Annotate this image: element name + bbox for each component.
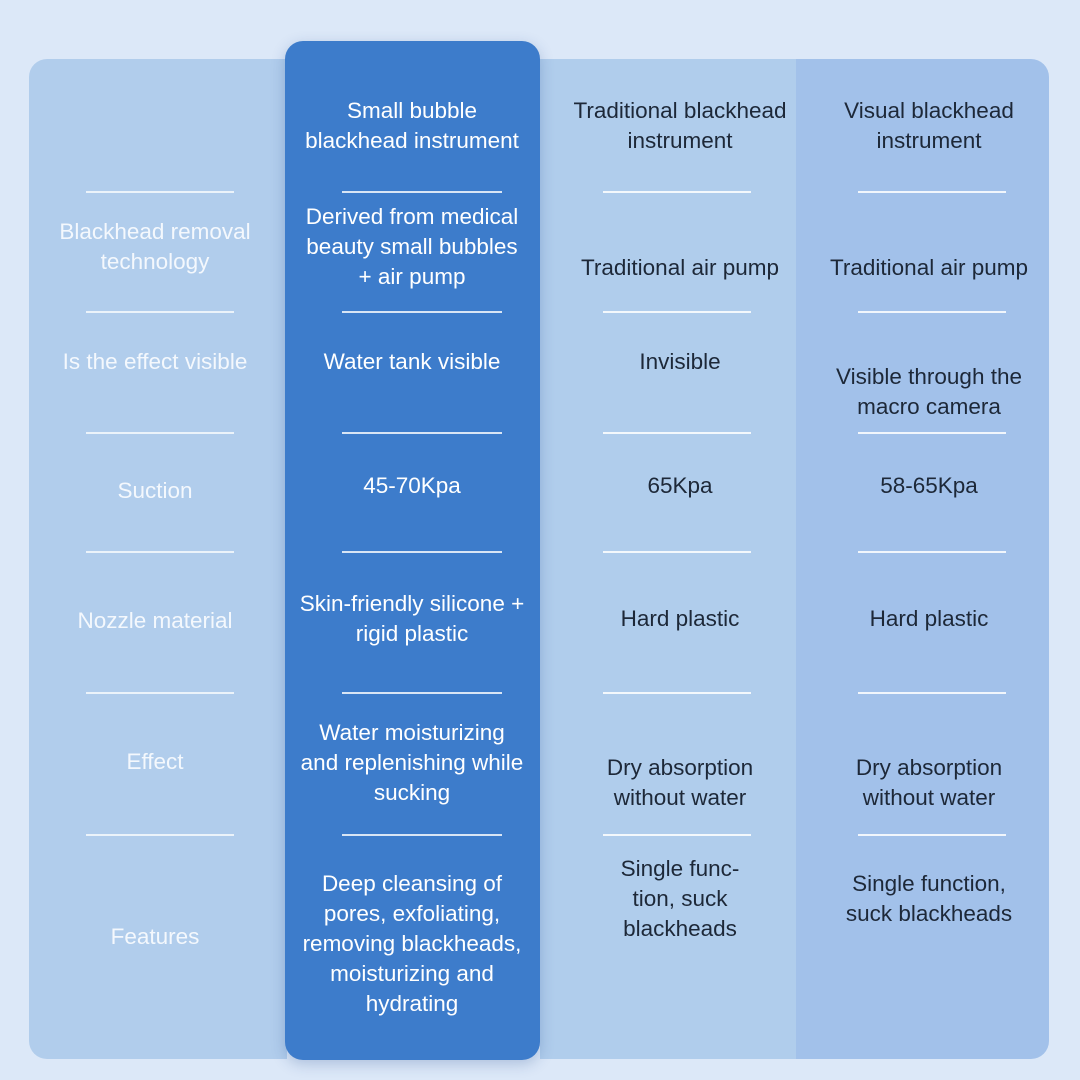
row-label-visibility: Is the effect visible (62, 349, 248, 374)
bubble-suction: 45-70Kpa (363, 473, 461, 498)
row-label-nozzle: Nozzle material (77, 608, 233, 633)
traditional-column-bg (540, 59, 798, 1059)
visual-features: Single function, suck blackheads (845, 871, 1013, 926)
visual-technology: Traditional air pump (829, 255, 1028, 280)
divider (858, 432, 1006, 434)
bubble-column-bg (285, 41, 540, 1060)
traditional-column-title: Traditional blackhead instrument (573, 98, 787, 153)
divider (86, 311, 234, 313)
traditional-features: Single func- tion, suck blackheads (620, 856, 740, 941)
row-label-suction: Suction (117, 478, 193, 503)
bubble-effect: Water moisturizing and replenishing whil… (300, 720, 524, 805)
divider (603, 432, 751, 434)
bubble-visibility: Water tank visible (323, 349, 501, 374)
bubble-features: Deep cleansing of pores, exfoliating, re… (302, 871, 522, 1016)
row-label-technology: Blackhead removal technology (59, 219, 251, 274)
row-label-effect: Effect (126, 749, 184, 774)
divider (858, 834, 1006, 836)
traditional-effect: Dry absorption without water (606, 755, 754, 810)
divider (603, 191, 751, 193)
row-label-features: Features (110, 924, 200, 949)
divider (342, 191, 502, 193)
divider (86, 432, 234, 434)
bubble-nozzle: Skin-friendly silicone + rigid plastic (299, 591, 525, 646)
bubble-technology: Derived from medical beauty small bubble… (305, 204, 519, 289)
traditional-suction: 65Kpa (647, 473, 713, 498)
divider (603, 692, 751, 694)
visual-effect: Dry absorption without water (855, 755, 1003, 810)
divider (86, 551, 234, 553)
divider (86, 834, 234, 836)
divider (342, 692, 502, 694)
visual-column-bg (796, 59, 1049, 1059)
row-labels-column-bg (29, 59, 287, 1059)
divider (858, 191, 1006, 193)
divider (603, 311, 751, 313)
divider (858, 311, 1006, 313)
divider (858, 692, 1006, 694)
divider (342, 432, 502, 434)
traditional-visibility: Invisible (639, 349, 721, 374)
divider (342, 311, 502, 313)
divider (858, 551, 1006, 553)
divider (342, 551, 502, 553)
divider (603, 551, 751, 553)
visual-column-title: Visual blackhead instrument (844, 98, 1014, 153)
visual-visibility: Visible through the macro camera (836, 364, 1022, 419)
divider (603, 834, 751, 836)
traditional-technology: Traditional air pump (580, 255, 779, 280)
traditional-nozzle: Hard plastic (620, 606, 740, 631)
divider (342, 834, 502, 836)
bubble-column-title: Small bubble blackhead instrument (305, 98, 519, 153)
divider (86, 191, 234, 193)
visual-suction: 58-65Kpa (880, 473, 978, 498)
visual-nozzle: Hard plastic (869, 606, 989, 631)
divider (86, 692, 234, 694)
